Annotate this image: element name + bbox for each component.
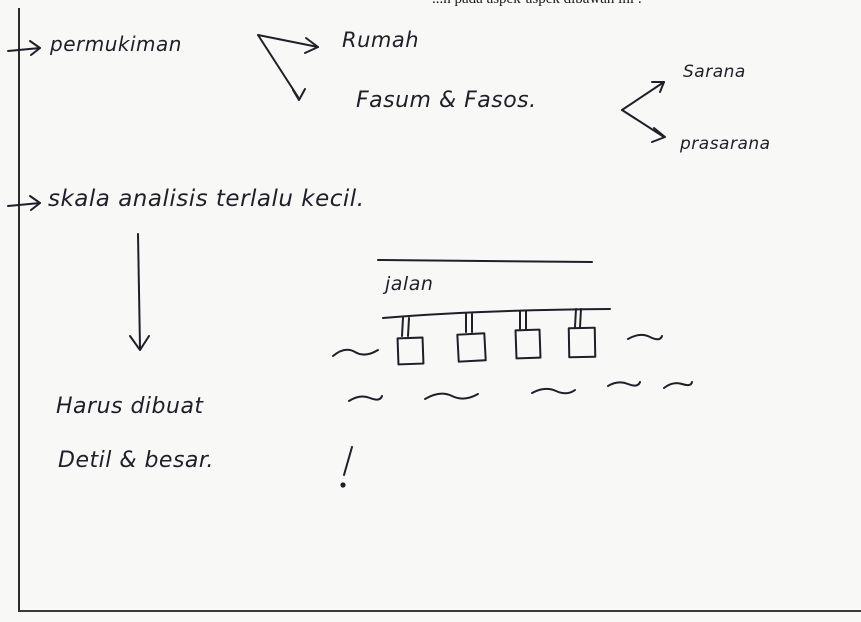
note-fasum-fasos: Fasum & Fasos. [356,88,537,113]
bullet-arrow-icon-2 [7,195,41,211]
note-frame [18,8,861,612]
sketch-label-jalan: jalan [385,273,434,295]
sub-branch-arrows-icon [621,81,666,143]
branch-arrows-icon [257,34,319,101]
note-sarana: Sarana [683,62,746,82]
note-prasarana: prasarana [680,134,771,154]
note-skala-analisis: skala analisis terlalu kecil. [48,186,365,212]
note-exclaim: ! [356,440,357,441]
bullet-arrow-icon [7,40,41,56]
header-text: ...n pada aspek-aspek dibawah ini : [432,0,642,8]
road-sketch [332,259,693,402]
note-detil-besar: Detil & besar. [58,448,214,473]
note-harus-dibuat: Harus dibuat [56,394,204,419]
note-rumah: Rumah [342,28,420,52]
header-strip: ...n pada aspek-aspek dibawah ini : [0,0,861,8]
exclamation-stroke-icon [340,446,353,488]
down-arrow-icon [129,233,150,351]
note-permukiman: permukiman [50,32,182,56]
